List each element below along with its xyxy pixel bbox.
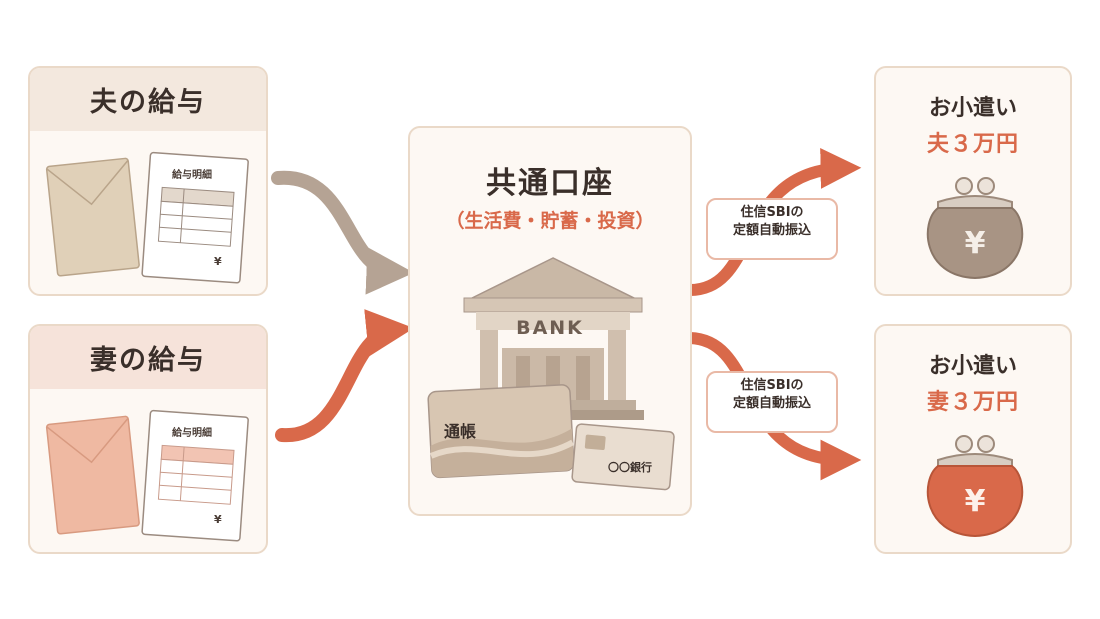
joint-account-subtitle: （生活費・貯蓄・投資） (445, 210, 655, 232)
card-bank-name: 〇〇銀行 (608, 461, 652, 474)
allowance-amount: 妻３万円 (926, 390, 1019, 415)
wife-salary-title: 妻の給与 (30, 326, 266, 389)
payslip-icon (141, 409, 249, 542)
husband-allowance-card: お小遣い 夫３万円 ¥ (874, 66, 1072, 296)
yen-symbol: ¥ (964, 226, 986, 261)
allowance-title: お小遣い (928, 96, 1017, 121)
allowance-amount: 夫３万円 (926, 132, 1019, 157)
coin-purse-icon (926, 177, 1024, 280)
auto-transfer-line1: 住信SBIの (740, 205, 804, 220)
allowance-title: お小遣い (928, 354, 1017, 379)
yen-mark: ¥ (214, 255, 222, 268)
payslip-title: 給与明細 (172, 170, 212, 181)
payslip-icon (141, 151, 249, 284)
envelope-icon (45, 415, 140, 535)
wife-to-account-arrow (275, 309, 414, 443)
auto-transfer-line1: 住信SBIの (740, 378, 804, 393)
bank-sign: BANK (516, 317, 584, 339)
auto-transfer-badge: 住信SBIの 定額自動振込 (706, 198, 838, 260)
auto-transfer-badge: 住信SBIの 定額自動振込 (706, 371, 838, 433)
joint-account-card: 共通口座 （生活費・貯蓄・投資） BANK 通帳 〇〇銀行 (408, 126, 692, 516)
envelope-icon (45, 157, 140, 277)
husband-salary-title: 夫の給与 (30, 68, 266, 131)
yen-symbol: ¥ (964, 484, 986, 519)
joint-account-title: 共通口座 (486, 166, 614, 201)
wife-allowance-card: お小遣い 妻３万円 ¥ (874, 324, 1072, 554)
auto-transfer-line2: 定額自動振込 (732, 223, 811, 238)
payslip-title: 給与明細 (172, 428, 212, 439)
yen-mark: ¥ (214, 513, 222, 526)
auto-transfer-line2: 定額自動振込 (732, 396, 811, 411)
husband-salary-card: 夫の給与 給与明細 ¥ (28, 66, 268, 296)
coin-purse-icon (926, 435, 1024, 538)
bank-card-icon (571, 423, 675, 491)
husband-to-account-arrow (271, 170, 415, 295)
passbook-icon (427, 384, 575, 479)
passbook-label: 通帳 (444, 422, 477, 441)
wife-salary-card: 妻の給与 給与明細 ¥ (28, 324, 268, 554)
